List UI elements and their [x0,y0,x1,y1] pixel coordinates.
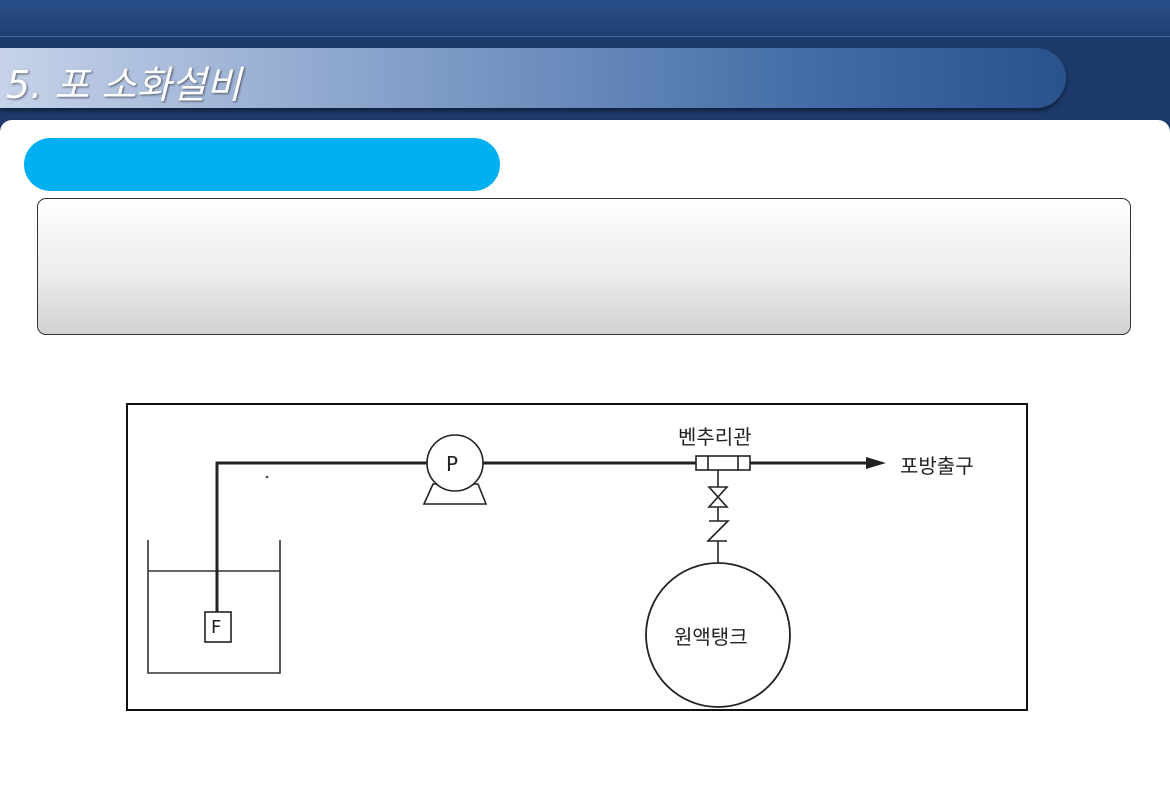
pump-label: P [446,452,459,476]
diagram-drawing [147,434,886,708]
water-tank [147,540,281,674]
suction-pipe [215,461,428,612]
slide-title: 5. 포 소화설비 [6,63,242,107]
foam-strainer-box [204,611,232,643]
description-box [37,198,1131,335]
pipe-dot [265,475,269,479]
section-heading-pill [24,138,500,191]
foam-system-diagram: P F 벤추리관 포방출구 원액탱크 [126,403,1028,711]
concentrate-tank [645,562,791,708]
title-bar: 5. 포 소화설비 [0,48,1066,108]
slide-content: P F 벤추리관 포방출구 원액탱크 [0,120,1170,810]
header-band [0,0,1170,37]
outlet-label: 포방출구 [900,454,974,478]
venturi-label: 벤추리관 [678,425,752,449]
tank-label: 원액탱크 [674,625,748,649]
valve-assembly [706,470,730,563]
foam-label: F [211,617,222,638]
venturi-tube [695,455,751,471]
outlet-arrowhead [866,457,886,469]
